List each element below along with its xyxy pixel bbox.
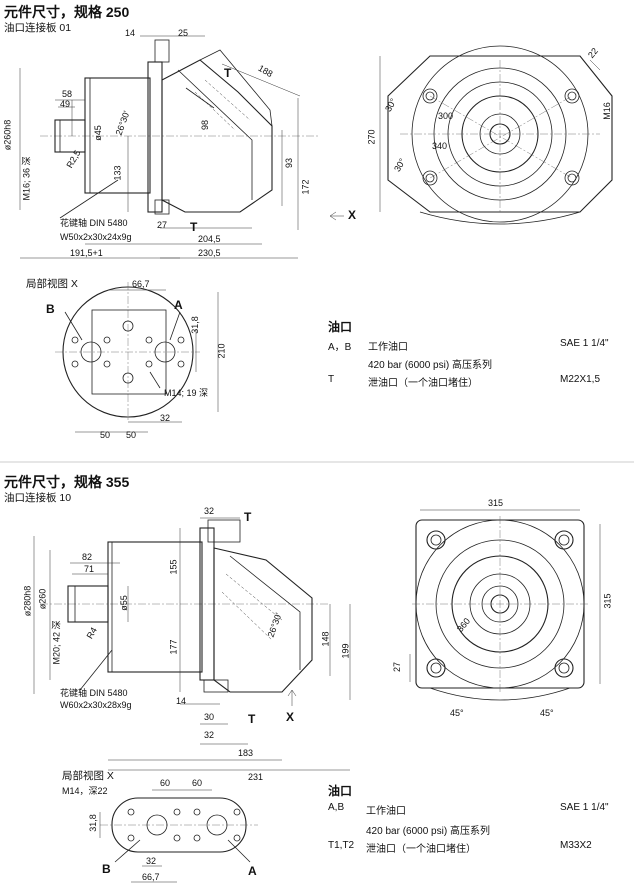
s2-dim: ø280h8 [22,585,33,617]
s2-view-dim: 31,8 [87,814,98,832]
s1-dim: 204,5 [198,234,221,244]
s2-port-b: B [102,862,111,876]
s1-side-dim: 340 [432,141,448,151]
s1-row-code: A，B [328,342,352,353]
s2-row-desc: 泄油口（一个油口堵住） [366,844,476,855]
s1-row-desc: 泄油口（一个油口堵住） [368,378,478,389]
s2-side-dim: 315 [488,498,504,508]
s2-dim: 199 [340,643,351,659]
s1-dim: 133 [112,165,123,181]
s1-dim: 93 [284,157,295,169]
s1-spline: 花键轴 DIN 5480 [60,218,128,228]
s1-view-dim: 50 [100,430,111,440]
s2-dim: 82 [82,552,93,562]
s2-dim: M20; 42 深 [51,620,62,665]
s2-view-label: 局部视图 X [62,770,114,782]
s2-side-view [409,509,601,701]
s1-dim: 172 [300,179,311,195]
s2-title: 元件尺寸，规格 355 [4,474,130,490]
s1-dim: 14 [125,28,136,38]
s2-dim: 71 [84,564,95,574]
s1-port-a: A [174,298,183,312]
s2-side-dim: 45° [540,708,554,718]
s2-dim: 14 [176,696,187,706]
s2-view-dim: 32 [146,856,157,866]
s1-side-dim: 270 [366,129,377,145]
s2-dim: 32 [204,506,215,516]
s1-port-b: B [46,302,55,316]
s2-side-dim: 27 [392,661,403,673]
s2-dim: 32 [204,730,215,740]
s1-partial-view [55,282,219,433]
s1-row-desc: 工作油口 [368,342,408,353]
s1-dim: ø260h8 [2,119,13,151]
s1-dim: 58 [62,89,73,99]
s1-view-dim: 50 [126,430,137,440]
s1-dim: 49 [60,99,71,109]
s1-port-t-bottom: T [190,220,198,234]
s1-dim: 98 [200,119,211,131]
s2-dim: ø260 [37,588,48,610]
s1-row-desc: 420 bar (6000 psi) 高压系列 [368,360,492,371]
s1-dim: 27 [157,220,168,230]
s2-dim: 177 [168,639,179,655]
s1-side-dim: 300 [438,111,454,121]
s2-side-dim: 315 [602,593,613,609]
s1-port-t-top: T [224,66,232,80]
s1-dim: 230,5 [198,248,221,258]
s1-title: 元件尺寸，规格 250 [4,4,130,20]
s2-port-t-top: T [244,510,252,524]
s1-front-view [19,35,344,259]
s2-port-a: A [248,864,257,878]
s1-view-dim: 66,7 [132,279,150,289]
s2-dim: ø55 [118,595,129,611]
s1-dim: M16; 36 深 [21,156,32,201]
s2-view-x-arrow: X [286,710,295,724]
s1-spline-spec: W50x2x30x24x9g [60,232,132,242]
s2-dim: 155 [168,559,179,575]
s1-row-value: M22X1,5 [560,374,601,385]
s1-dim: 191,5+1 [70,248,103,258]
s2-partial-view [99,789,258,883]
s2-view-dim: 66,7 [142,872,160,882]
s2-side-dim: 45° [450,708,464,718]
s2-row-value: M33X2 [560,840,592,851]
s2-port-t-bottom: T [248,712,256,726]
s1-dim: 25 [178,28,189,38]
s2-front-view [33,517,351,771]
s2-dim: 30 [204,712,215,722]
s2-dim: 231 [248,772,264,782]
s1-ports-heading: 油口 [328,320,353,334]
s2-row-desc: 420 bar (6000 psi) 高压系列 [366,826,490,837]
s2-dim: 183 [238,748,254,758]
s1-view-dim: M14; 19 深 [164,388,209,398]
s2-view-dim: 60 [192,778,203,788]
s1-view-dim: 31,8 [189,316,200,334]
s2-row-code: T1,T2 [328,840,355,851]
s1-dim: ø45 [92,125,103,141]
s1-view-dim: 210 [216,343,227,359]
s1-subtitle: 油口连接板 01 [4,22,72,34]
s1-side-dim: M16 [601,102,612,120]
s2-ports-heading: 油口 [328,784,353,798]
s2-view-note: M14，深22 [62,786,108,796]
s2-spline-spec: W60x2x30x28x9g [60,700,132,710]
s1-row-value: SAE 1 1/4" [560,338,609,349]
s2-row-code: A,B [328,802,345,813]
s2-spline: 花键轴 DIN 5480 [60,688,128,698]
s2-view-dim: 60 [160,778,171,788]
s1-view-dim: 32 [160,413,171,423]
s1-view-x-arrow: X [348,208,357,222]
s1-row-code: T [328,374,335,385]
s2-subtitle: 油口连接板 10 [4,492,72,504]
s1-view-label: 局部视图 X [26,278,78,290]
s2-row-value: SAE 1 1/4" [560,802,609,813]
s2-row-desc: 工作油口 [366,806,406,817]
s2-dim: 148 [320,631,331,647]
s1-side-view [379,45,613,225]
